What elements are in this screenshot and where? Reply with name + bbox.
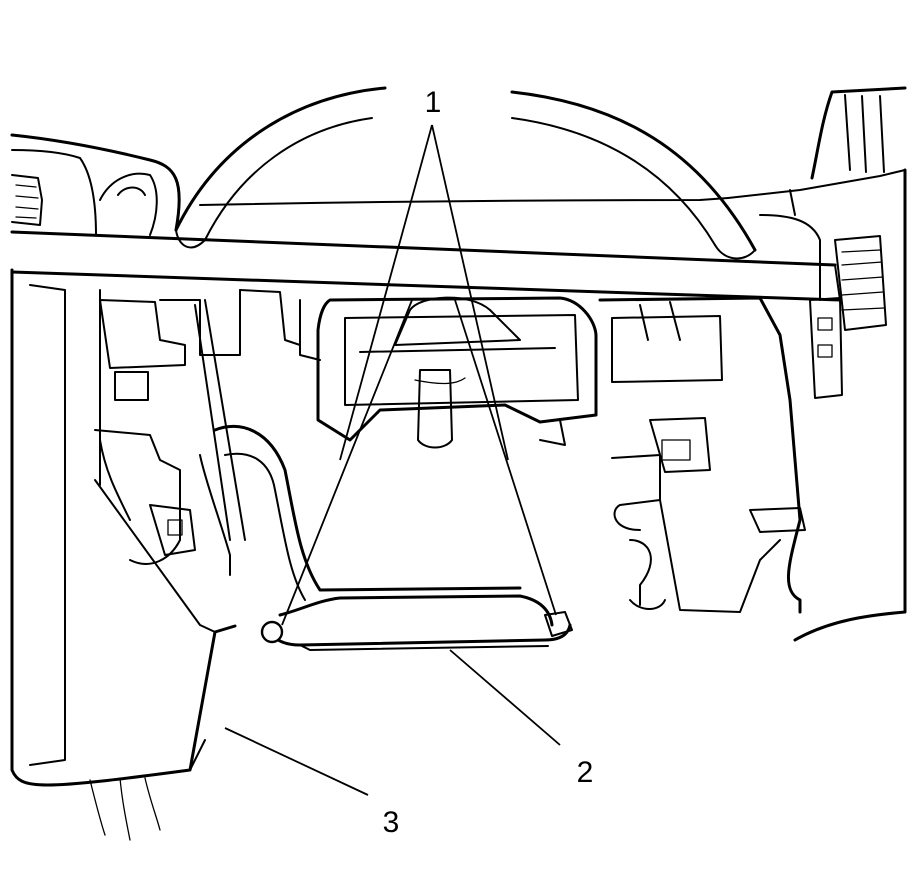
callout-1: 1 — [425, 86, 442, 119]
callout-2: 2 — [577, 756, 594, 789]
left-bracket-area — [94, 289, 301, 576]
left-trim-panel-part-3 — [10, 268, 237, 841]
steering-column — [299, 296, 598, 449]
right-under-dash — [598, 296, 806, 614]
leader-lines — [224, 124, 561, 796]
steering-wheel — [174, 86, 757, 260]
harness — [194, 299, 522, 601]
callout-3: 3 — [383, 806, 400, 839]
dash-crossbar — [10, 169, 906, 302]
right-dash-panel — [759, 86, 907, 642]
left-dash-panel — [10, 133, 181, 236]
knee-bolster-part-2 — [260, 594, 573, 651]
